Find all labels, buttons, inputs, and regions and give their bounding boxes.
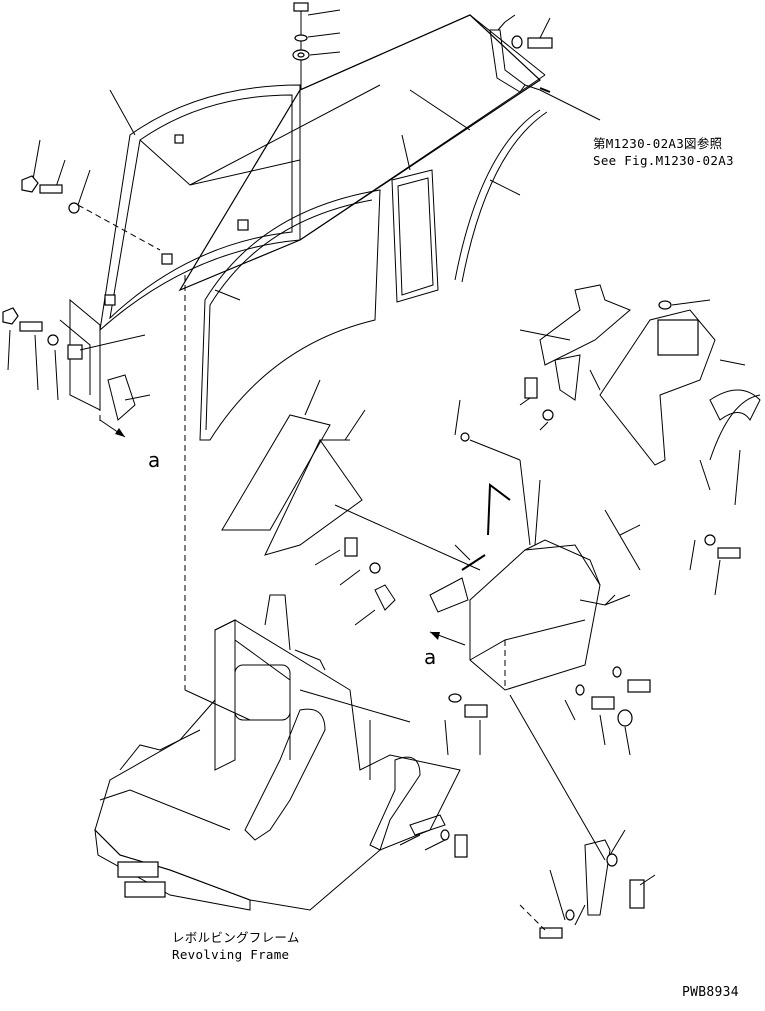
cover-panel	[99, 14, 546, 332]
view-label-a-left: a	[148, 448, 161, 472]
leader-lines	[7, 89, 251, 721]
revolving-frame	[94, 594, 461, 911]
view-arrow-a-center	[429, 631, 466, 646]
l-rod-pins	[454, 479, 641, 571]
reference-label-en: See Fig.M1230-02A3	[593, 153, 734, 168]
top-right-bracket	[489, 14, 601, 121]
right-bolts	[454, 377, 741, 596]
view-label-a-center: a	[424, 645, 437, 669]
wedge-pads	[221, 379, 366, 556]
left-bracket	[59, 298, 136, 421]
center-box-cover	[469, 539, 631, 691]
lower-bracket	[399, 814, 656, 939]
reference-label-jp: 第M1230-02A3図参照	[593, 136, 723, 151]
view-arrow-a-left	[99, 405, 126, 438]
right-bracket-assembly	[519, 284, 761, 506]
center-hardware	[314, 504, 481, 626]
curved-seal-strip	[454, 109, 548, 283]
left-hardware	[2, 175, 80, 346]
frame-label-jp: レボルビングフレーム	[172, 930, 300, 945]
drawing-number: PWB8934	[682, 985, 739, 1000]
insulation-pad	[391, 134, 439, 303]
curved-insulation-pad	[199, 189, 381, 441]
frame-label-en: Revolving Frame	[172, 947, 290, 962]
top-bolt-stack	[292, 2, 341, 90]
right-center-hardware	[444, 666, 651, 861]
